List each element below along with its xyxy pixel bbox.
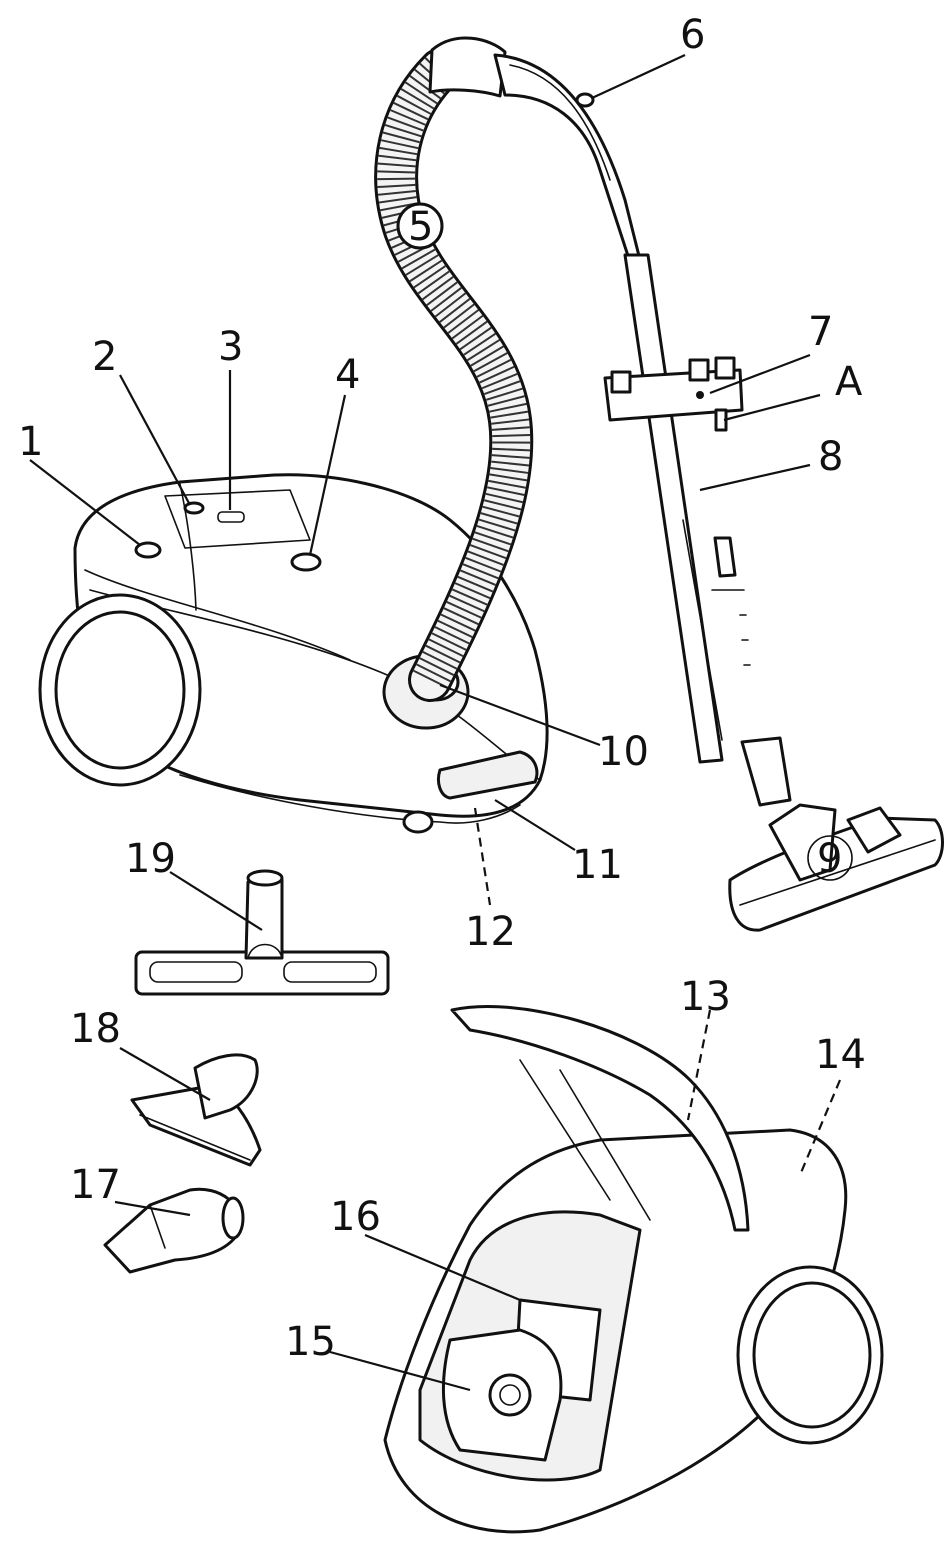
callout-5-circle (396, 202, 444, 250)
floor-nozzle (728, 816, 944, 932)
leader-lines (29, 54, 842, 1392)
callout-9: 9 (817, 836, 842, 882)
callout-A: A (835, 359, 863, 405)
callout-17: 17 (70, 1162, 121, 1208)
power-button (134, 541, 162, 559)
callout-5: 5 (408, 204, 433, 250)
vacuum-open-compartment (383, 1005, 884, 1534)
floor-brush-accessory (134, 869, 390, 996)
callout-1: 1 (18, 419, 43, 465)
callout-8: 8 (818, 434, 843, 480)
crevice-nozzle-accessory (103, 1187, 245, 1274)
callout-3: 3 (218, 324, 243, 370)
callout-labels: 1 2 3 4 5 6 7 A 8 9 10 11 12 13 14 15 16… (18, 12, 866, 1365)
cord-rewind-button (290, 552, 322, 572)
callout-6: 6 (680, 12, 705, 58)
callout-19: 19 (125, 836, 176, 882)
callout-7: 7 (808, 309, 833, 355)
slider-knob (183, 501, 205, 515)
callout-18: 18 (70, 1006, 121, 1052)
callout-4: 4 (335, 352, 360, 398)
upholstery-nozzle-accessory (130, 1053, 262, 1167)
nozzle-pedal (846, 806, 902, 854)
callout-2: 2 (92, 334, 117, 380)
callout-13: 13 (680, 974, 731, 1020)
callout-11: 11 (572, 842, 623, 888)
suction-regulator (575, 92, 595, 108)
callout-16: 16 (330, 1194, 381, 1240)
callout-15: 15 (285, 1319, 336, 1365)
telescopic-tube (603, 253, 944, 932)
callout-12: 12 (465, 909, 516, 955)
callout-14: 14 (815, 1032, 866, 1078)
hose (374, 36, 642, 702)
callout-10: 10 (598, 729, 649, 775)
vacuum-body (38, 473, 549, 834)
